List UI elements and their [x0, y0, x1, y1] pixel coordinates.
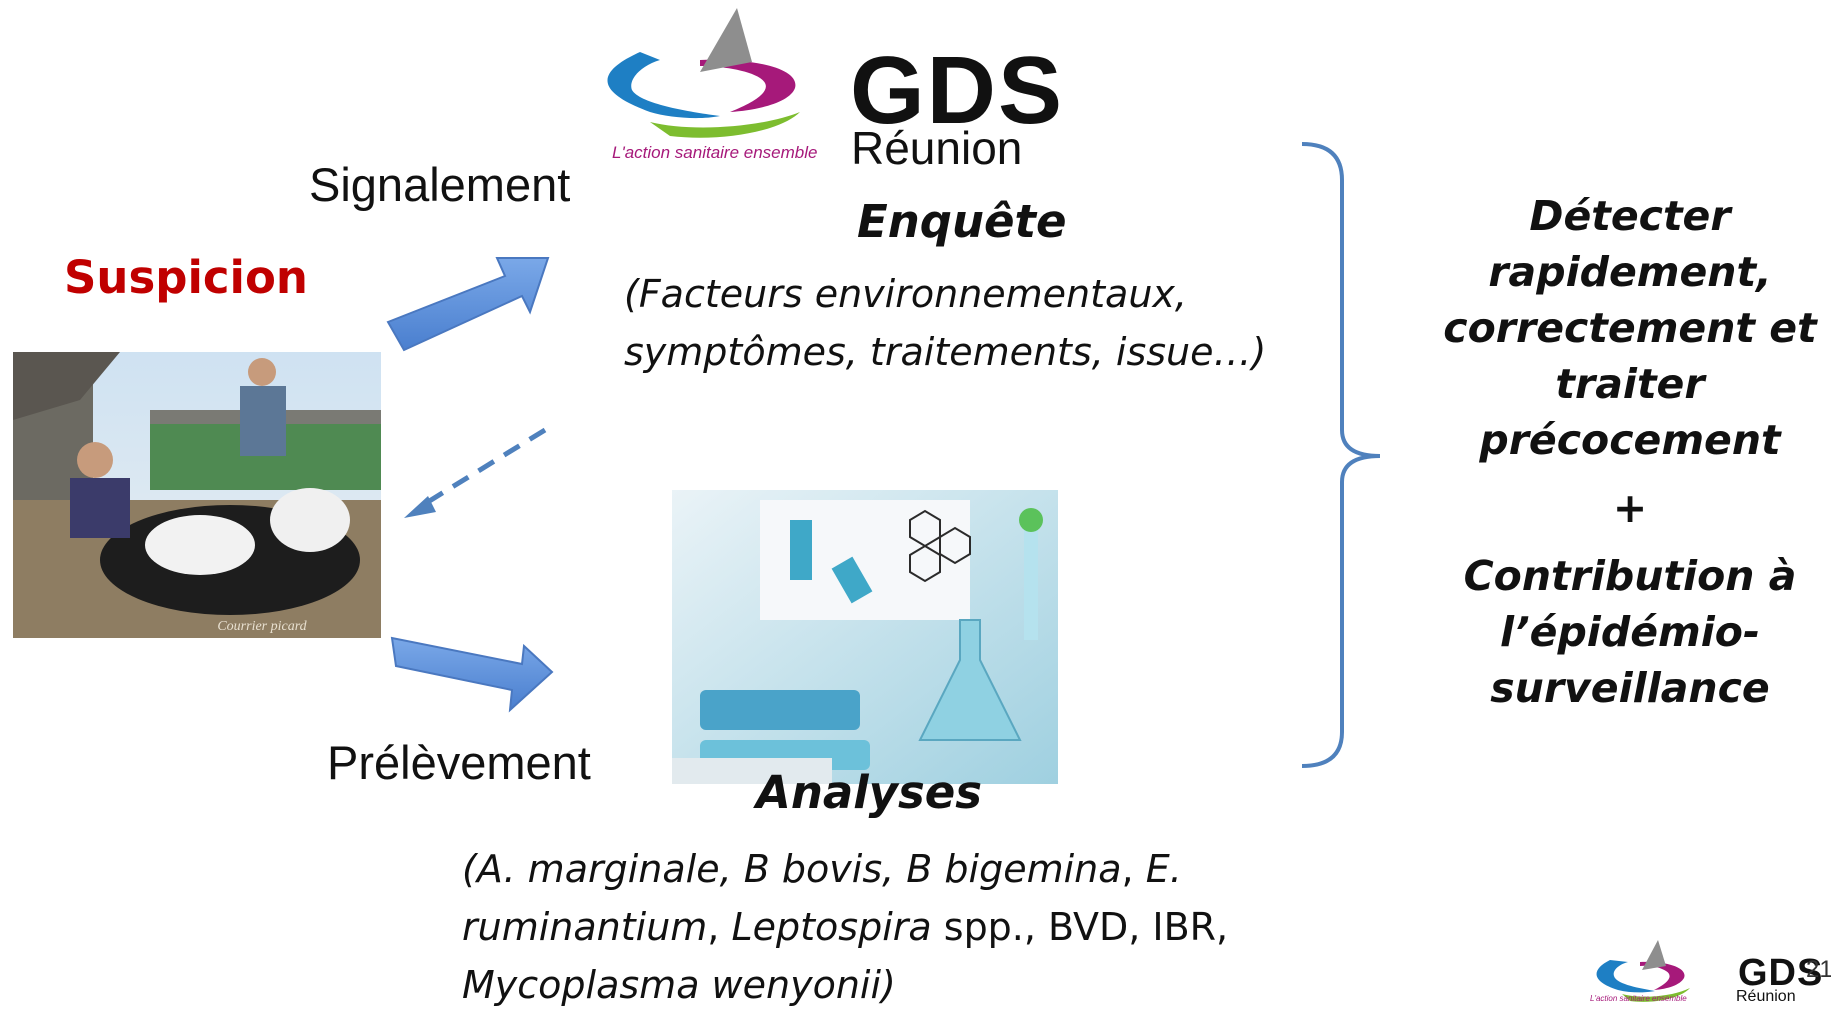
conclusion-plus: +	[1612, 484, 1648, 532]
conclusion-text: Détecter rapidement, correctement et tra…	[1430, 188, 1830, 716]
analyses-agent: ruminantium	[462, 905, 708, 949]
cow-photo-watermark: Courrier picard	[217, 619, 307, 634]
analyses-detail: (A. marginale, B bovis, B bigemina, E. r…	[462, 840, 1228, 1014]
conclusion-line: précocement	[1479, 416, 1781, 464]
arrow-right-up-icon	[386, 257, 550, 352]
label-prelevement: Prélèvement	[327, 736, 591, 789]
analyses-separator: ,	[707, 905, 732, 949]
logo-tagline: L'action sanitaire ensemble	[612, 143, 818, 162]
label-signalement: Signalement	[309, 158, 571, 211]
curly-bracket-icon	[1301, 142, 1381, 768]
enquete-detail-line: symptômes, traitements, issue…)	[624, 330, 1267, 374]
enquete-detail-line: (Facteurs environnementaux,	[624, 272, 1187, 316]
gds-small-logo-swoosh-icon	[1596, 940, 1690, 1002]
enquete-title: Enquête	[857, 195, 1067, 248]
small-logo-region: Réunion	[1736, 988, 1796, 1005]
conclusion-line: Détecter	[1529, 192, 1731, 240]
gds-logo-swoosh-icon	[607, 8, 800, 138]
analyses-detail-line: Mycoplasma wenyonii)	[462, 963, 896, 1007]
slide-number: 21	[1806, 956, 1831, 983]
analyses-agent: (A. marginale, B bovis, B bigemina	[462, 847, 1122, 891]
conclusion-line: surveillance	[1490, 664, 1770, 712]
conclusion-line: correctement et	[1443, 304, 1817, 352]
logo-region: Réunion	[851, 122, 1023, 174]
analyses-separator: ,	[1121, 847, 1146, 891]
label-suspicion: Suspicion	[64, 251, 308, 304]
enquete-detail: (Facteurs environnementaux, symptômes, t…	[624, 265, 1266, 381]
logo-name: GDS	[850, 37, 1065, 144]
analyses-agent: Leptospira	[731, 905, 932, 949]
conclusion-line: traiter	[1555, 360, 1705, 408]
arrow-right-down-icon	[390, 636, 554, 713]
analyses-agent: E.	[1145, 847, 1182, 891]
analyses-other: spp., BVD, IBR,	[931, 905, 1229, 949]
small-logo-name: GDS	[1738, 952, 1824, 994]
conclusion-line: l’épidémio-	[1500, 608, 1760, 656]
conclusion-line: rapidement,	[1488, 248, 1772, 296]
analyses-detail-line: ruminantium, Leptospira spp., BVD, IBR,	[462, 898, 1228, 956]
lab-photo	[672, 490, 1058, 784]
analyses-detail-line: (A. marginale, B bovis, B bigemina, E.	[462, 840, 1228, 898]
analyses-title: Analyses	[756, 766, 983, 819]
conclusion-line: Contribution à	[1463, 552, 1797, 600]
small-logo-tagline: L'action sanitaire ensemble	[1590, 994, 1687, 1003]
cow-photo: Courrier picard	[13, 352, 381, 638]
dashed-arrow-down-left-icon	[404, 427, 547, 518]
